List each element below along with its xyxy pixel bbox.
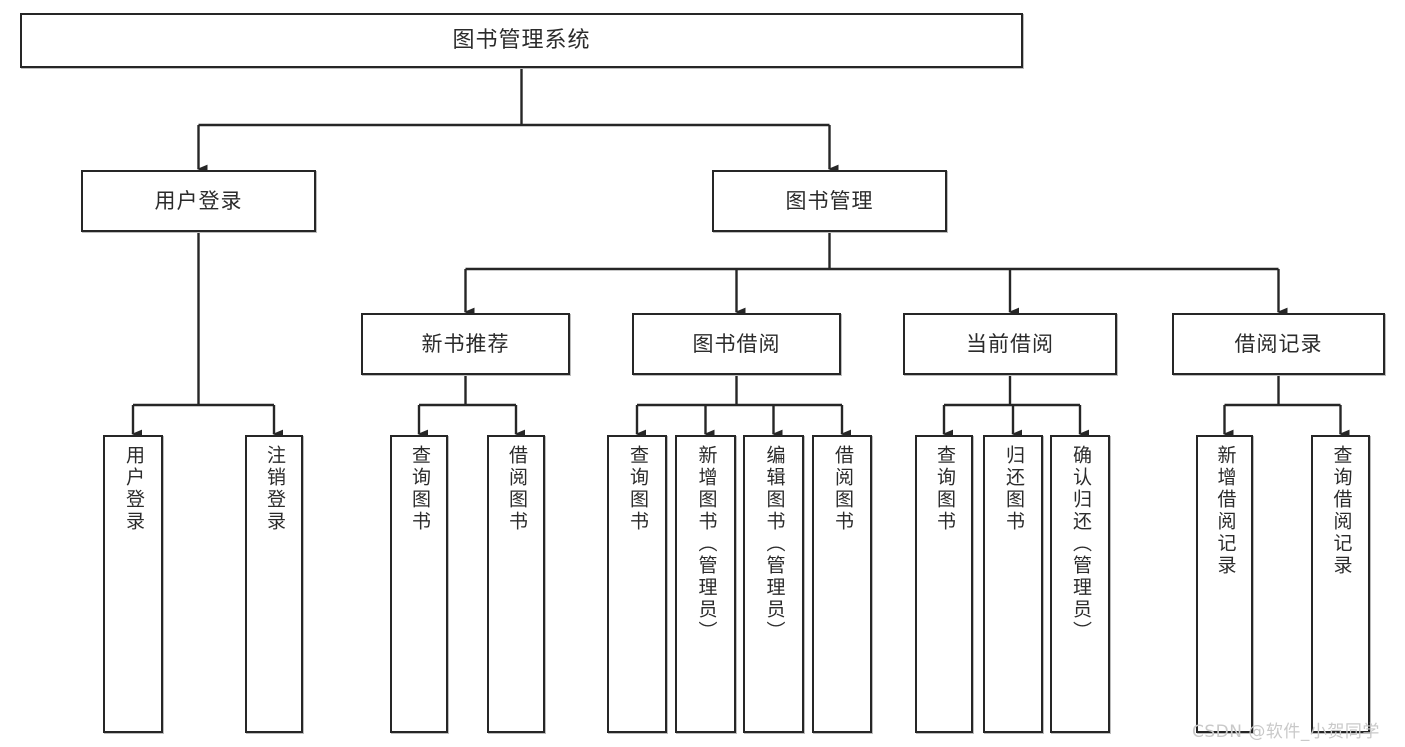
node-leaf-query-record-label: 查询借阅记录 [1330,445,1353,577]
node-book-borrow-label: 图书借阅 [692,331,781,356]
node-borrow-record[interactable]: 借阅记录 [1172,313,1385,375]
node-borrow-record-label: 借阅记录 [1234,331,1323,356]
node-leaf-borrow-book-1[interactable]: 借阅图书 [487,435,545,733]
node-leaf-user-login[interactable]: 用户登录 [103,435,163,733]
csdn-watermark: CSDN @软件_小贺同学 [1192,722,1380,742]
node-leaf-query-record[interactable]: 查询借阅记录 [1311,435,1370,733]
node-leaf-confirm-return-label: 确认归还（管理员） [1069,445,1092,643]
node-leaf-confirm-return[interactable]: 确认归还（管理员） [1050,435,1110,733]
node-leaf-query-book-3-label: 查询图书 [933,445,956,533]
node-root-label: 图书管理系统 [452,27,591,53]
node-leaf-add-book-label: 新增图书（管理员） [695,445,718,643]
node-leaf-borrow-book-2[interactable]: 借阅图书 [812,435,872,733]
node-leaf-edit-book[interactable]: 编辑图书（管理员） [743,435,804,733]
node-book-borrow[interactable]: 图书借阅 [632,313,841,375]
node-leaf-query-book-2[interactable]: 查询图书 [607,435,667,733]
node-user-login[interactable]: 用户登录 [81,170,316,232]
node-book-manage-label: 图书管理 [785,188,874,213]
node-leaf-query-book-3[interactable]: 查询图书 [915,435,973,733]
node-leaf-query-book-2-label: 查询图书 [626,445,649,533]
node-new-book-rec-label: 新书推荐 [421,331,510,356]
node-leaf-add-book[interactable]: 新增图书（管理员） [675,435,736,733]
node-user-login-label: 用户登录 [154,188,243,213]
node-root[interactable]: 图书管理系统 [20,13,1023,68]
node-leaf-logout-label: 注销登录 [263,445,286,533]
node-leaf-user-login-label: 用户登录 [122,445,145,533]
node-leaf-logout[interactable]: 注销登录 [245,435,303,733]
node-leaf-query-book-1[interactable]: 查询图书 [390,435,448,733]
node-leaf-query-book-1-label: 查询图书 [408,445,431,533]
node-new-book-rec[interactable]: 新书推荐 [361,313,570,375]
node-leaf-add-record[interactable]: 新增借阅记录 [1196,435,1253,733]
node-current-borrow[interactable]: 当前借阅 [903,313,1117,375]
node-leaf-edit-book-label: 编辑图书（管理员） [763,445,786,643]
node-book-manage[interactable]: 图书管理 [712,170,947,232]
node-leaf-borrow-book-2-label: 借阅图书 [831,445,854,533]
node-leaf-add-record-label: 新增借阅记录 [1214,445,1237,577]
node-leaf-return-book-label: 归还图书 [1002,445,1025,533]
node-leaf-borrow-book-1-label: 借阅图书 [505,445,528,533]
node-leaf-return-book[interactable]: 归还图书 [983,435,1043,733]
node-current-borrow-label: 当前借阅 [966,331,1054,356]
